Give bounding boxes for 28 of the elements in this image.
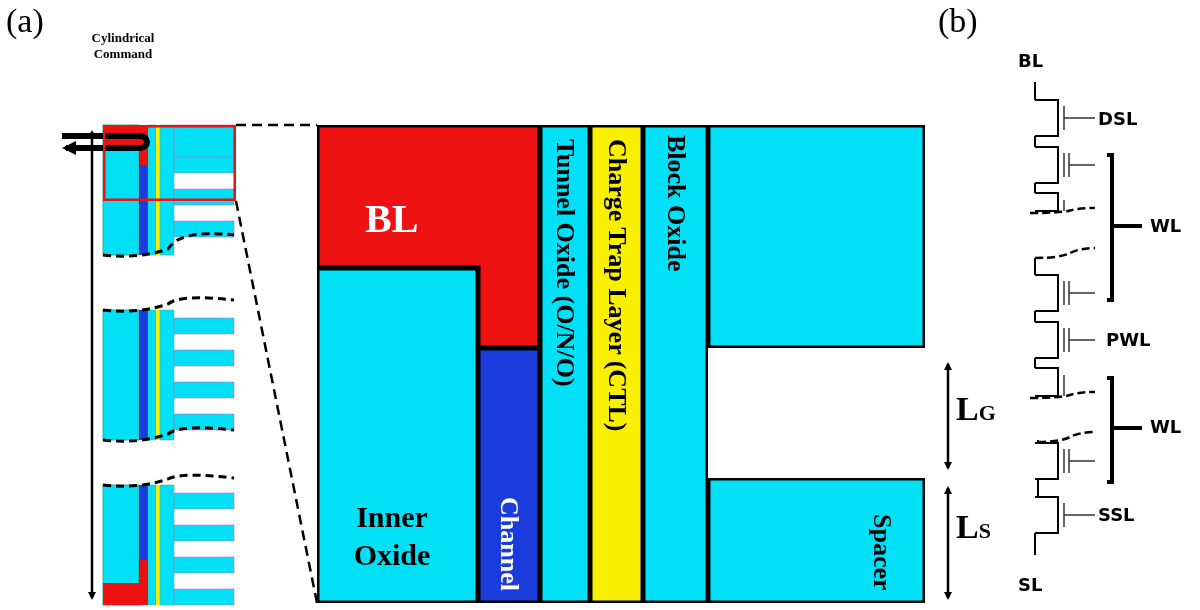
channel-layer bbox=[478, 348, 540, 603]
layer-label: Tunnel Oxide (O/N/O) bbox=[550, 139, 580, 387]
charge-trap-layer bbox=[590, 125, 643, 603]
layer-label: BL bbox=[365, 195, 419, 242]
layer-label: Charge Trap Layer (CTL) bbox=[601, 139, 632, 432]
signal-label: WL bbox=[1150, 416, 1182, 437]
panel-label: (b) bbox=[938, 2, 978, 40]
layer-label: Inner Oxide bbox=[352, 499, 432, 573]
zoom-box bbox=[103, 125, 236, 201]
terminal-label: SL bbox=[1018, 574, 1043, 595]
zoom-line bbox=[234, 200, 319, 604]
block-oxide-layer bbox=[643, 125, 708, 603]
inner-oxide-layer bbox=[317, 268, 478, 603]
spacer-layer bbox=[708, 478, 925, 603]
layer-label: Spacer bbox=[866, 514, 897, 591]
annotation-text: Cylindrical Command bbox=[90, 30, 156, 62]
tunnel-oxide-layer bbox=[540, 125, 590, 603]
signal-label: PWL bbox=[1106, 329, 1151, 350]
panel-label: (a) bbox=[6, 2, 44, 40]
signal-label: DSL bbox=[1098, 108, 1138, 129]
gate-region bbox=[708, 125, 925, 348]
layer-label: Channel bbox=[494, 497, 524, 591]
zoom-line bbox=[236, 123, 317, 127]
layer-label: Block Oxide bbox=[660, 135, 691, 272]
bit-line-region bbox=[317, 125, 540, 348]
signal-label: SSL bbox=[1098, 504, 1135, 525]
terminal-label: BL bbox=[1018, 50, 1044, 71]
signal-label: WL bbox=[1150, 215, 1182, 236]
